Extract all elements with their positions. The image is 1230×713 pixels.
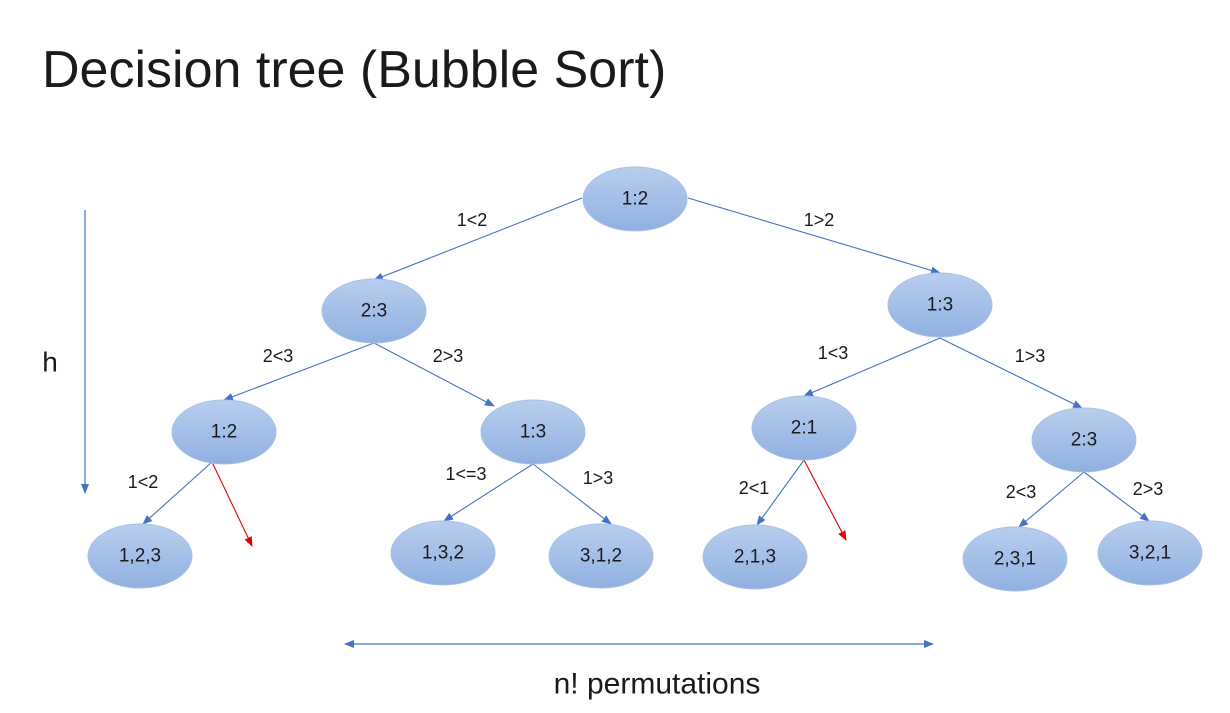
tree-node-label-rr: 2:3 xyxy=(1071,430,1097,451)
tree-node-ellipse-ll xyxy=(171,399,277,465)
edge-label-r-rr: 1>3 xyxy=(1015,346,1046,366)
tree-node-label-r: 1:3 xyxy=(927,295,953,316)
tree-edge-r-rr xyxy=(939,337,1083,409)
edge-label-ll-leaf1: 1<2 xyxy=(128,472,159,492)
edge-label-rl-leaf4: 2<1 xyxy=(739,478,770,498)
edge-label-lr-leaf2: 1<=3 xyxy=(445,464,486,484)
tree-node-label-lr: 1:3 xyxy=(520,422,546,443)
tree-node-leaf4: 2,1,3 xyxy=(702,524,808,590)
edges-layer: 1<2 1>2 2<3 2>3 1<3 1>3 1<2 1<=3 1>3 2<1 2<3 2>3 xyxy=(128,197,1164,547)
tree-node-ellipse-leaf4 xyxy=(702,524,808,590)
tree-node-l: 2:3 xyxy=(321,278,427,344)
tree-edge-l-ll xyxy=(223,342,375,401)
edge-label-r-rl: 1<3 xyxy=(818,343,849,363)
tree-edge-root-r xyxy=(687,197,941,275)
height-label: h xyxy=(42,347,58,378)
edge-label-root-r: 1>2 xyxy=(804,210,835,230)
tree-node-label-l: 2:3 xyxy=(361,301,387,322)
tree-node-label-leaf5: 2,3,1 xyxy=(994,549,1036,570)
edge-label-l-ll: 2<3 xyxy=(263,346,294,366)
tree-node-lr: 1:3 xyxy=(480,399,586,465)
tree-node-r: 1:3 xyxy=(887,272,993,338)
tree-node-leaf2: 1,3,2 xyxy=(390,520,496,586)
tree-edge-ll-ll-dead xyxy=(211,461,253,547)
tree-edge-lr-leaf3 xyxy=(532,463,612,525)
tree-edge-r-rl xyxy=(803,337,941,397)
slide-title: Decision tree (Bubble Sort) xyxy=(42,41,667,99)
tree-node-rr: 2:3 xyxy=(1031,407,1137,473)
tree-node-ellipse-leaf3 xyxy=(548,523,654,589)
tree-node-label-leaf6: 3,2,1 xyxy=(1129,543,1171,564)
tree-node-ellipse-l xyxy=(321,278,427,344)
tree-node-ellipse-leaf6 xyxy=(1097,520,1203,586)
tree-node-ellipse-rl xyxy=(751,395,857,461)
tree-node-ellipse-root xyxy=(582,166,688,232)
edge-label-rr-leaf5: 2<3 xyxy=(1006,482,1037,502)
tree-node-ellipse-leaf5 xyxy=(962,526,1068,592)
tree-node-ellipse-leaf2 xyxy=(390,520,496,586)
edge-label-rr-leaf6: 2>3 xyxy=(1133,479,1164,499)
tree-node-leaf1: 1,2,3 xyxy=(87,523,193,589)
tree-node-label-ll: 1:2 xyxy=(211,422,237,443)
tree-node-label-root: 1:2 xyxy=(622,189,648,210)
tree-node-ellipse-rr xyxy=(1031,407,1137,473)
permutations-label: n! permutations xyxy=(554,668,761,701)
tree-edge-l-lr xyxy=(373,342,495,407)
edge-label-l-lr: 2>3 xyxy=(433,346,464,366)
nodes-layer: 1:2 2:3 1:3 1:2 1:3 2:1 2:3 1,2,3 1,3,2 3,1,2 2,1,… xyxy=(87,166,1203,592)
tree-edge-rl-leaf4 xyxy=(756,459,805,526)
tree-node-ll: 1:2 xyxy=(171,399,277,465)
tree-node-label-leaf1: 1,2,3 xyxy=(119,546,161,567)
tree-node-leaf5: 2,3,1 xyxy=(962,526,1068,592)
edge-label-lr-leaf3: 1>3 xyxy=(583,468,614,488)
tree-edge-rr-leaf6 xyxy=(1083,471,1150,522)
tree-node-leaf6: 3,2,1 xyxy=(1097,520,1203,586)
tree-edge-ll-leaf1 xyxy=(142,461,213,525)
tree-edge-rr-leaf5 xyxy=(1018,471,1085,528)
tree-edge-root-l xyxy=(373,197,583,281)
tree-node-leaf3: 3,1,2 xyxy=(548,523,654,589)
tree-node-ellipse-leaf1 xyxy=(87,523,193,589)
edge-label-root-l: 1<2 xyxy=(457,210,488,230)
tree-node-label-leaf4: 2,1,3 xyxy=(734,547,776,568)
tree-node-root: 1:2 xyxy=(582,166,688,232)
tree-node-label-leaf3: 3,1,2 xyxy=(580,546,622,567)
tree-node-ellipse-r xyxy=(887,272,993,338)
tree-node-label-leaf2: 1,3,2 xyxy=(422,543,464,564)
tree-node-ellipse-lr xyxy=(480,399,586,465)
tree-node-rl: 2:1 xyxy=(751,395,857,461)
tree-node-label-rl: 2:1 xyxy=(791,418,817,439)
tree-edge-rl-rl-dead xyxy=(803,459,847,541)
tree-edge-lr-leaf2 xyxy=(443,463,534,522)
